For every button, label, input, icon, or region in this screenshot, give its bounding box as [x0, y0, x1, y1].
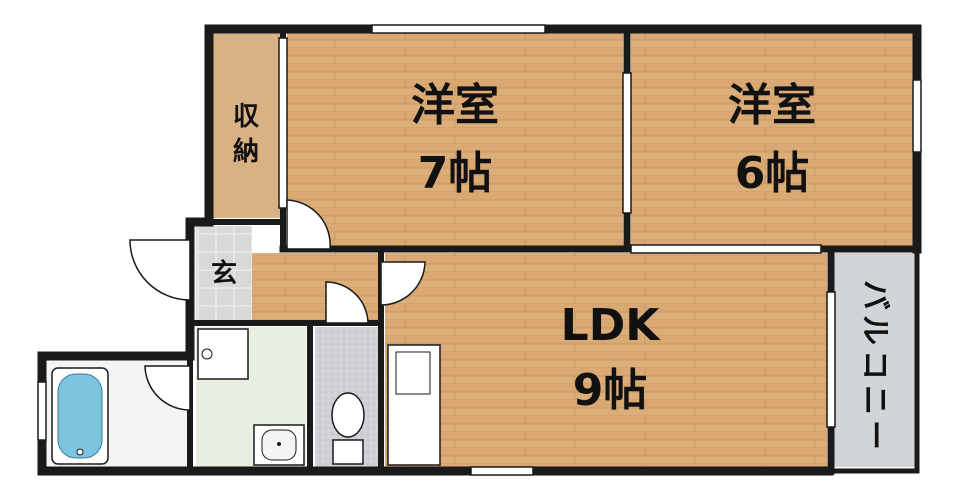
toilet-door	[325, 281, 369, 324]
bedroom-7-name: 洋室	[411, 80, 499, 131]
wash-basin-icon	[253, 424, 305, 466]
balcony-char-1: バ	[857, 280, 892, 310]
storage-floor	[213, 33, 280, 218]
windows	[37, 24, 922, 476]
bathtub-icon	[51, 367, 109, 465]
front-door	[129, 239, 191, 301]
bedroom-6-name: 洋室	[728, 80, 816, 131]
balcony-rail	[826, 246, 920, 474]
window-ldk	[470, 466, 534, 476]
entrance-floor	[196, 226, 252, 321]
ldk-size: 9帖	[573, 365, 648, 416]
window-bath	[37, 381, 47, 441]
entrance-label: 玄	[211, 258, 237, 289]
balcony-char-4: ニ	[857, 385, 892, 415]
bath-door	[144, 365, 191, 411]
sliding-doors	[278, 37, 836, 428]
ldk-floor	[385, 253, 827, 467]
window-bedroom-6	[912, 79, 922, 153]
balcony-char-2: ル	[857, 315, 892, 345]
window-bedroom-7	[371, 24, 546, 34]
bedroom-7-size: 7帖	[418, 148, 493, 199]
storage-label-2: 納	[233, 136, 259, 167]
ldk-door	[380, 261, 426, 306]
storage-label-1: 収	[233, 102, 260, 132]
ldk-name: LDK	[561, 300, 662, 351]
bedroom-6-floor	[631, 33, 913, 246]
balcony-floor	[834, 253, 916, 467]
sliding-door-storage	[278, 37, 288, 209]
balcony-char-3: コ	[857, 350, 892, 380]
toilet-icon	[331, 392, 365, 465]
sliding-door-bedrooms	[622, 72, 632, 214]
sliding-door-ldk-bedroom	[630, 244, 822, 254]
bedroom-7-floor	[287, 33, 623, 246]
sliding-door-balcony	[826, 291, 836, 428]
swing-doors	[129, 199, 426, 411]
bedroom-door	[286, 199, 331, 250]
bedroom-6-size: 6帖	[735, 148, 810, 199]
balcony-char-5: ー	[857, 420, 892, 450]
washing-machine-icon	[197, 328, 249, 380]
kitchen-sink-icon	[387, 344, 441, 466]
